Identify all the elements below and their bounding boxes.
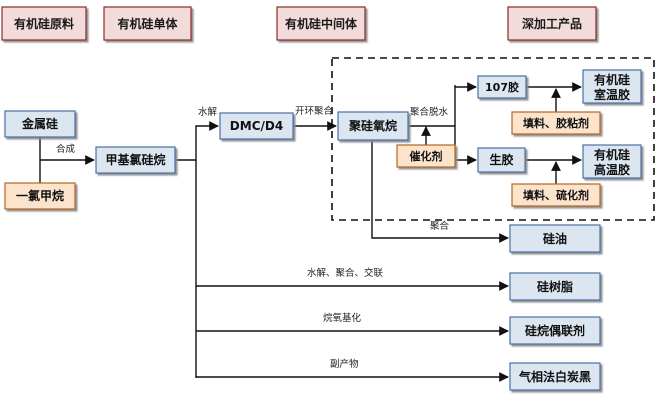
node-silane-coupling-agent: 硅烷偶联剂 xyxy=(509,316,601,345)
node-metal-silicon: 金属硅 xyxy=(4,110,76,138)
node-filler-adhesive: 填料、胶粘剂 xyxy=(511,111,601,135)
header-deep-products-label: 深加工产品 xyxy=(522,16,582,31)
header-intermediate-label: 有机硅中间体 xyxy=(285,16,358,31)
node-dmc-d4-label: DMC/D4 xyxy=(230,119,283,133)
header-intermediate: 有机硅中间体 xyxy=(276,6,366,41)
header-monomer: 有机硅单体 xyxy=(103,6,192,41)
node-methyl-chlorosilane-label: 甲基氯硅烷 xyxy=(105,152,165,167)
node-silicone-oil: 硅油 xyxy=(509,224,601,253)
node-htv-line1: 有机硅 xyxy=(594,147,630,162)
edge-polymerization xyxy=(371,140,509,243)
node-silicone-oil-label: 硅油 xyxy=(543,231,567,246)
edge-label-byproduct: 副产物 xyxy=(330,358,359,370)
edge-label-polycondensation: 聚合脱水 xyxy=(410,106,449,118)
node-methyl-chloride: 一氯甲烷 xyxy=(4,182,76,210)
node-silane-coupling-agent-label: 硅烷偶联剂 xyxy=(525,323,585,338)
node-catalyst: 催化剂 xyxy=(396,144,456,168)
node-raw-rubber: 生胶 xyxy=(477,147,526,173)
edge-label-synthesis: 合成 xyxy=(56,143,76,155)
node-rtv-silicone: 有机硅 室温胶 xyxy=(582,69,642,104)
header-raw-materials: 有机硅原料 xyxy=(1,6,87,41)
node-fumed-silica: 气相法白炭黑 xyxy=(509,362,601,391)
node-107-gum-label: 107胶 xyxy=(485,80,519,94)
node-silicone-resin-label: 硅树脂 xyxy=(537,279,573,294)
node-raw-rubber-label: 生胶 xyxy=(489,152,513,167)
node-rtv-line1: 有机硅 xyxy=(594,72,630,87)
edge-label-alkoxylation: 烷氧基化 xyxy=(323,312,362,324)
node-dmc-d4: DMC/D4 xyxy=(219,112,294,140)
edge-label-hydrolysis: 水解 xyxy=(198,106,218,118)
edge-hydrolysis xyxy=(175,121,219,161)
node-htv-line2: 高温胶 xyxy=(594,162,630,177)
node-htv-silicone: 有机硅 高温胶 xyxy=(582,144,642,179)
header-deep-products: 深加工产品 xyxy=(507,6,597,41)
intermediate-dashed-region xyxy=(331,57,655,221)
connectors xyxy=(39,82,582,382)
edge-label-resin-route: 水解、聚合、交联 xyxy=(307,267,384,279)
node-metal-silicon-label: 金属硅 xyxy=(21,116,58,131)
edge-label-ring-opening: 开环聚合 xyxy=(295,105,334,117)
node-silicone-resin: 硅树脂 xyxy=(509,272,601,301)
node-polysiloxane-label: 聚硅氧烷 xyxy=(348,118,397,133)
node-methyl-chlorosilane: 甲基氯硅烷 xyxy=(95,146,176,174)
node-filler-vulcanizer-label: 填料、硫化剂 xyxy=(523,188,589,202)
node-methyl-chloride-label: 一氯甲烷 xyxy=(16,188,64,203)
edge-label-polymerization: 聚合 xyxy=(430,220,450,232)
node-filler-vulcanizer: 填料、硫化剂 xyxy=(511,183,601,207)
node-catalyst-label: 催化剂 xyxy=(410,149,443,163)
node-107-gum: 107胶 xyxy=(477,75,527,99)
node-polysiloxane: 聚硅氧烷 xyxy=(337,111,409,141)
node-rtv-line2: 室温胶 xyxy=(594,87,630,102)
node-filler-adhesive-label: 填料、胶粘剂 xyxy=(523,116,589,130)
node-fumed-silica-label: 气相法白炭黑 xyxy=(518,369,591,384)
header-monomer-label: 有机硅单体 xyxy=(117,16,178,31)
header-raw-materials-label: 有机硅原料 xyxy=(14,16,74,31)
